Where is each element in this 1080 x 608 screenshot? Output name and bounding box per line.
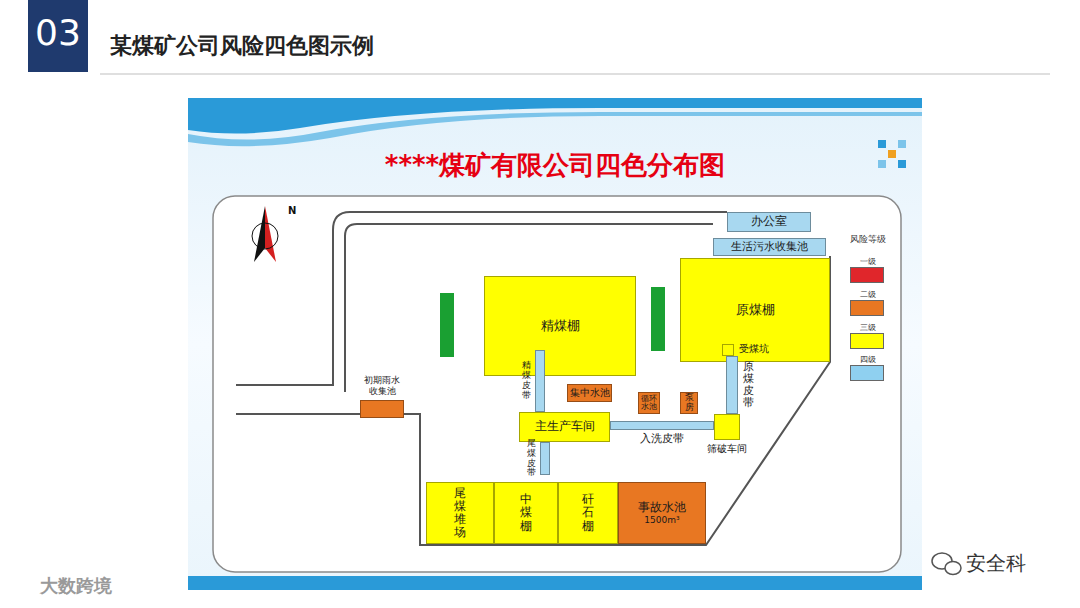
gangue-shed: 矸石棚 <box>558 482 618 544</box>
legend-swatch <box>850 267 884 283</box>
legend-heading: 风险等级 <box>846 233 890 246</box>
tailings-yard: 尾煤堆场 <box>426 482 494 544</box>
node-label: 精煤皮带 <box>522 361 531 401</box>
legend-swatch <box>850 333 884 349</box>
legend-label: 四级 <box>846 354 890 365</box>
belt-conveyor: 原煤皮带 <box>726 356 738 414</box>
main-workshop: 主生产车间 <box>519 412 610 442</box>
corner-square <box>878 140 886 148</box>
node-label: 入洗皮带 <box>640 433 684 446</box>
legend-label: 二级 <box>846 289 890 300</box>
office-box: 办公室 <box>727 212 811 232</box>
corner-square <box>888 150 896 158</box>
node-label: 精煤棚 <box>541 319 580 334</box>
node-label: 中煤棚 <box>520 493 532 533</box>
node-label: 初期雨水 收集池 <box>362 375 402 396</box>
node-note: 1500m³ <box>644 515 679 525</box>
north-mark: N <box>288 205 296 216</box>
road-line <box>236 212 727 385</box>
header-box <box>28 0 88 72</box>
slide-title: 某煤矿公司风险四色图示例 <box>110 31 374 61</box>
green-belt <box>440 293 454 357</box>
green-belt <box>651 287 665 351</box>
bottom-band <box>188 576 922 590</box>
accident-pool: 事故水池1500m³ <box>618 482 706 544</box>
belt-conveyor: 尾煤皮带 <box>540 442 550 475</box>
top-swoosh <box>188 112 922 146</box>
watermark: 安全科 <box>966 550 1026 577</box>
picture-ground <box>188 98 922 590</box>
road-line <box>236 256 830 545</box>
node-label: 尾煤皮带 <box>527 439 536 479</box>
node-label: 办公室 <box>751 215 787 229</box>
legend-swatch <box>850 365 884 381</box>
water-pool: 集中水池 <box>567 384 612 402</box>
legend-label: 三级 <box>846 322 890 333</box>
receiving-pit: 受煤坑 <box>722 344 734 356</box>
legend-swatch <box>850 300 884 316</box>
header-rule <box>100 74 1050 75</box>
node-label: 尾煤堆场 <box>454 487 466 540</box>
compass-arrow <box>265 206 276 262</box>
compass-ring <box>252 223 278 249</box>
node-label: 筛破车间 <box>707 443 747 455</box>
watermark: 大数跨境 <box>40 574 112 598</box>
node-label: 循环 水池 <box>641 395 658 412</box>
node-label: 主生产车间 <box>535 420 595 434</box>
node-label: 矸石棚 <box>582 493 594 533</box>
compass-arrow <box>254 206 265 262</box>
screening-workshop: 筛破车间 <box>714 414 740 440</box>
clean-coal-shed: 精煤棚 <box>484 276 636 376</box>
node-label: 集中水池 <box>570 387 610 399</box>
node-label: 原煤皮带 <box>743 361 754 409</box>
water-pool: 循环 水池 <box>638 392 660 414</box>
rainwater-pool: 初期雨水 收集池 <box>360 400 404 418</box>
corner-square <box>878 160 886 168</box>
node-label: 受煤坑 <box>739 343 769 355</box>
map-title: ****煤矿有限公司四色分布图 <box>188 148 922 183</box>
node-label: 生活污水收集池 <box>731 241 808 254</box>
belt-conveyor: 入洗皮带 <box>610 421 714 430</box>
pump-house: 泵房 <box>680 392 698 414</box>
belt-conveyor: 精煤皮带 <box>535 350 545 412</box>
node-label: 原煤棚 <box>736 303 775 318</box>
wechat-icon <box>945 562 961 575</box>
sewage-pool: 生活污水收集池 <box>713 238 826 256</box>
section-number: 03 <box>28 12 88 53</box>
corner-square <box>898 140 906 148</box>
node-label: 泵房 <box>685 393 694 413</box>
node-label: 事故水池 <box>638 501 686 515</box>
corner-square <box>898 160 906 168</box>
legend-label: 一级 <box>846 256 890 267</box>
middlings-shed: 中煤棚 <box>494 482 558 544</box>
map-border <box>213 196 901 572</box>
